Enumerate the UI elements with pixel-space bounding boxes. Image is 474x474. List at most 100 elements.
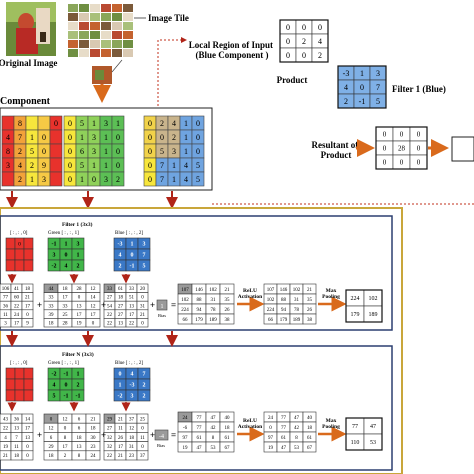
tile-cell <box>101 40 111 48</box>
matrix-cell-value: -2 <box>52 264 57 270</box>
filterN-plus-3: + <box>150 430 155 440</box>
matrix-cell-value: 36 <box>3 304 9 309</box>
matrix-cell-value: 18 <box>129 436 135 441</box>
matrix-cell-value: 40 <box>225 416 231 421</box>
matrix-cell-value: 0 <box>68 161 72 170</box>
matrix-cell-value: 4 <box>131 372 134 378</box>
matrix-cell-value: 77 <box>281 416 287 421</box>
matrix-cell-value: 0 <box>148 161 152 170</box>
matrix-cell-value: 0 <box>302 23 306 32</box>
filterN-plus-1: + <box>37 430 42 440</box>
filterN-bias-box <box>154 429 169 441</box>
tile-cell <box>90 4 100 12</box>
matrix-cell-value: 8 <box>64 436 67 441</box>
tile-cell <box>68 13 78 21</box>
tile-cell <box>79 49 89 57</box>
matrix-cell-value: 4 <box>65 264 68 270</box>
matrix-cell-value: 19 <box>183 446 189 451</box>
matrix-cell-value: 29 <box>49 445 55 450</box>
matrix-cell-value: -1 <box>52 242 57 248</box>
matrix-cell-value: 17 <box>25 427 31 432</box>
matrix-cell-value: 8 <box>78 454 81 459</box>
matrix-cell-value: 0 <box>141 296 144 301</box>
filter1-plus-2: + <box>101 300 106 310</box>
filterN-panel <box>0 345 393 471</box>
matrix-cell <box>5 367 16 380</box>
matrix-cell-value: 27 <box>107 296 113 301</box>
matrix-cell-value: 33 <box>129 287 135 292</box>
matrix-cell-value: 20 <box>140 287 146 292</box>
matrix-cell-value: 4 <box>119 253 122 259</box>
matrix-cell-value: 13 <box>14 427 20 432</box>
matrix-cell-value: 1 <box>104 147 108 156</box>
matrix-cell-value: 0 <box>302 51 306 60</box>
matrix-cell <box>5 378 16 391</box>
matrix-cell-value: 4 <box>184 175 188 184</box>
matrix-cell-value: 0 <box>196 147 200 156</box>
matrix-cell-value: 146 <box>280 288 288 293</box>
matrix-cell-value: 25 <box>140 417 146 422</box>
matrix-cell-value: 12 <box>49 427 55 432</box>
filter1-red-title: [ : , : , 0] <box>10 231 28 236</box>
filter1-red-kernel: 0 <box>5 237 34 272</box>
matrix-cell-value: 38 <box>307 318 313 323</box>
matrix-cell-value: 23 <box>129 454 135 459</box>
matrix-cell-value: 8 <box>6 147 10 156</box>
matrix-cell-value: 94 <box>197 308 203 313</box>
matrix-cell-value: 17 <box>14 321 20 326</box>
matrix-cell-value: 3 <box>4 321 7 326</box>
matrix-cell-value: 17 <box>118 445 124 450</box>
matrix-cell-value: 11 <box>3 313 8 318</box>
matrix-cell-value: 189 <box>369 312 378 318</box>
matrix-cell <box>49 143 63 159</box>
matrix-cell-value: 2 <box>302 37 306 46</box>
matrix-cell-value: 3 <box>143 242 146 248</box>
matrix-cell-value: 0 <box>42 133 46 142</box>
matrix-cell-value: -3 <box>130 383 135 389</box>
matrix-cell-value: 1 <box>92 161 96 170</box>
matrix-cell-value: 4 <box>6 133 10 142</box>
matrix-cell-value: 12 <box>63 417 69 422</box>
matrix-frame <box>279 19 329 63</box>
matrix-cell-value: 2 <box>116 175 120 184</box>
matrix-cell-value: 6 <box>80 147 84 156</box>
matrix-cell-value: 60 <box>14 296 20 301</box>
tile-cell <box>79 13 89 21</box>
matrix-cell-value: 61 <box>118 287 124 292</box>
matrix-cell-value: 1 <box>65 242 68 248</box>
matrix-cell <box>1 171 15 187</box>
matrix-cell <box>1 115 15 131</box>
matrix-cell-value: 0 <box>50 417 53 422</box>
matrix-cell-value: 179 <box>351 312 360 318</box>
matrix-cell-value: 5 <box>196 175 200 184</box>
tile-cell <box>90 31 100 39</box>
matrix-cell <box>219 313 235 325</box>
matrix-cell-value: 5 <box>160 147 164 156</box>
tile-cell <box>101 22 111 30</box>
matrix-cell-value: 0 <box>383 144 387 152</box>
matrix-cell-value: 22 <box>3 427 9 432</box>
tile-cell <box>101 13 111 21</box>
matrix-cell-value: 4 <box>184 161 188 170</box>
matrix-cell-value: 6 <box>78 427 81 432</box>
matrix-cell-value: 0 <box>26 313 29 318</box>
original-image-label: Original Image <box>0 58 57 68</box>
matrix-cell-value: 18 <box>14 454 20 459</box>
matrix-cell-value: 7 <box>143 253 146 259</box>
matrix-frame <box>375 126 428 170</box>
matrix-cell-value: 0 <box>383 130 387 138</box>
matrix-cell-value: 18 <box>49 321 55 326</box>
matrix-cell-value: 11 <box>14 445 19 450</box>
matrix-cell <box>85 318 101 328</box>
matrix-cell-value: 77 <box>197 416 203 421</box>
filter1-plus-1: + <box>37 300 42 310</box>
matrix-cell-value: 17 <box>25 304 31 309</box>
matrix-cell-value: 224 <box>181 308 189 313</box>
matrix-cell-value: 0 <box>116 147 120 156</box>
